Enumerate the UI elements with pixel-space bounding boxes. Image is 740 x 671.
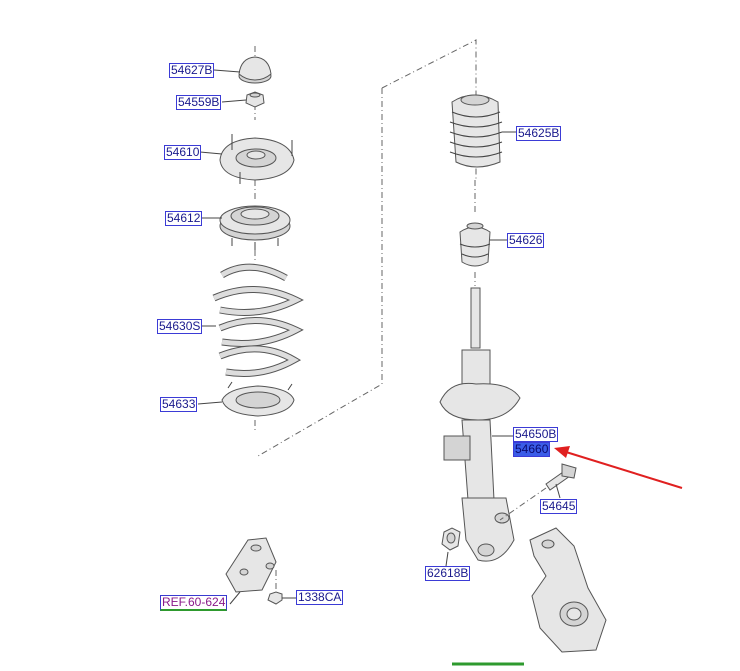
callout-54627B[interactable]: 54627B (169, 63, 215, 78)
part-54633[interactable] (221, 381, 295, 417)
part-62618B[interactable] (441, 527, 461, 551)
callout-54559B[interactable]: 54559B (176, 95, 222, 110)
part-54610[interactable] (219, 134, 295, 184)
callout-1338CA[interactable]: 1338CA (296, 590, 344, 605)
callout-54610[interactable]: 54610 (164, 145, 202, 160)
leader-lines (197, 69, 561, 605)
part-54650B[interactable] (439, 287, 521, 562)
part-54625B[interactable] (449, 94, 503, 168)
callout-54650B[interactable]: 54650B (513, 427, 559, 442)
part-54626[interactable] (459, 222, 491, 267)
assembly-outline (257, 39, 477, 457)
highlight-arrow (554, 446, 683, 489)
bracket-ref-60-624 (225, 537, 277, 593)
part-54612[interactable] (219, 205, 291, 250)
callout-54660[interactable]: 54660 (513, 442, 551, 457)
callout-54645[interactable]: 54645 (540, 499, 578, 514)
callout-54630S[interactable]: 54630S (157, 319, 203, 334)
callout-54625B[interactable]: 54625B (516, 126, 562, 141)
callout-54626[interactable]: 54626 (507, 233, 545, 248)
callout-62618B[interactable]: 62618B (425, 566, 471, 581)
part-1338CA[interactable] (267, 591, 283, 605)
part-54559B[interactable] (245, 91, 265, 108)
callout-54612[interactable]: 54612 (165, 211, 203, 226)
part-54627B[interactable] (238, 56, 272, 84)
part-54645[interactable] (499, 463, 577, 521)
callout-54633[interactable]: 54633 (160, 397, 198, 412)
steering-knuckle (529, 527, 607, 653)
callout-ref-60-624[interactable]: REF.60-624 (160, 595, 228, 611)
part-54630S[interactable] (212, 263, 304, 377)
